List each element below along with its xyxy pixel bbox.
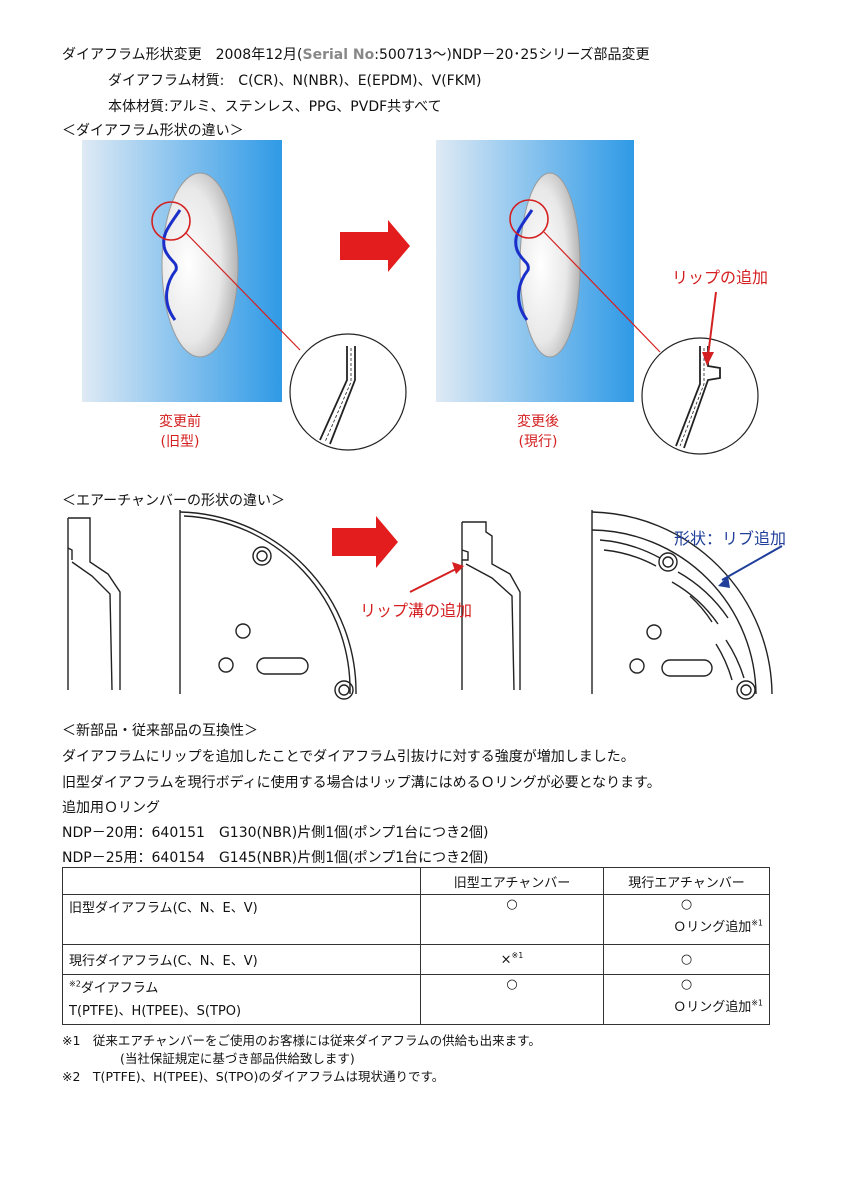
rib-arrow <box>721 545 783 581</box>
air-chamber-figure <box>67 510 783 700</box>
arrow-right-1 <box>340 220 410 272</box>
row-label: 旧型ダイアフラム(C、N、E、V) <box>62 894 421 945</box>
header-line-2: ダイアフラム材質: C(CR)、N(NBR)、E(EPDM)、V(FKM) <box>108 73 482 89</box>
cell-current: ○ Ｏリング追加※1 <box>603 974 770 1025</box>
before-leader-line <box>185 232 301 351</box>
footnote-1: ※1 従来エアチャンバーをご使用のお客様には従来ダイアフラムの供給も出来ます。 <box>62 1033 541 1048</box>
cell-current: ○ <box>603 944 770 975</box>
table-header-old-chamber: 旧型エアチャンバー <box>420 867 604 895</box>
table-header-row: 旧型エアチャンバー 現行エアチャンバー <box>62 867 770 895</box>
oring-ndp25: NDP－25用：640154 G145(NBR)片側1個(ポンプ1台につき2個) <box>62 850 489 866</box>
table-row: ※2ダイアフラム T(PTFE)、H(TPEE)、S(TPO) ○ ○ Ｏリング… <box>62 974 770 1025</box>
after-diaphragm-disc <box>519 172 581 358</box>
before-diaphragm-disc <box>161 172 239 358</box>
header-line-3: 本体材質:アルミ、ステンレス、PPG、PVDF共すべて <box>108 99 442 115</box>
table-header-current-chamber: 現行エアチャンバー <box>603 867 770 895</box>
table-row: 旧型ダイアフラム(C、N、E、V) ○ ○ Ｏリング追加※1 <box>62 894 770 945</box>
rib-callout: 形状：リブ追加 <box>674 529 787 548</box>
groove-callout: リップ溝の追加 <box>360 601 473 620</box>
groove-arrow <box>409 567 459 593</box>
old-chamber-face <box>179 510 357 700</box>
new-chamber-face <box>591 510 773 700</box>
table-row: 現行ダイアフラム(C、N、E、V) ×※1 ○ <box>62 944 770 975</box>
compat-text-2: 旧型ダイアフラムを現行ボディに使用する場合はリップ溝にはめるＯリングが必要となり… <box>62 775 661 791</box>
footnote-1b: (当社保証規定に基づき部品供給致します) <box>120 1051 355 1066</box>
cell-old: ○ <box>420 894 604 945</box>
new-chamber-section <box>461 521 521 691</box>
before-caption: 変更前 (旧型) <box>159 414 201 450</box>
oring-ndp20: NDP－20用：640151 G130(NBR)片側1個(ポンプ1台につき2個) <box>62 825 489 841</box>
section3-title: ＜新部品・従来部品の互換性＞ <box>62 723 258 739</box>
lip-callout: リップの追加 <box>672 268 769 287</box>
before-profile-line <box>162 209 182 321</box>
lip-arrow <box>707 291 717 357</box>
cell-old: ○ <box>420 974 604 1025</box>
before-detail-circle <box>151 201 191 241</box>
compatibility-table: 旧型エアチャンバー 現行エアチャンバー 旧型ダイアフラム(C、N、E、V) ○ … <box>62 867 770 1025</box>
row-label: 現行ダイアフラム(C、N、E、V) <box>62 944 421 975</box>
after-detail-circle <box>509 199 549 239</box>
after-profile-line <box>514 209 534 321</box>
footnote-2: ※2 T(PTFE)、H(TPEE)、S(TPO)のダイアフラムは現状通りです。 <box>62 1069 445 1084</box>
serial-label: Serial No <box>302 47 375 63</box>
section2-title: ＜エアーチャンバーの形状の違い＞ <box>62 493 286 509</box>
diaphragm-figure <box>82 140 759 455</box>
after-caption: 変更後 (現行) <box>517 414 559 450</box>
header-line-1: ダイアフラム形状変更 2008年12月(Serial No:500713～)ND… <box>62 47 650 63</box>
row-label: ※2ダイアフラム T(PTFE)、H(TPEE)、S(TPO) <box>62 974 421 1025</box>
arrow-right-2 <box>332 516 398 568</box>
after-zoom-circle <box>641 337 759 455</box>
before-zoom-circle <box>289 333 407 451</box>
after-leader-line <box>543 231 661 353</box>
section1-title: ＜ダイアフラム形状の違い＞ <box>62 123 244 139</box>
compat-text-1: ダイアフラムにリップを追加したことでダイアフラム引抜けに対する強度が増加しました… <box>62 749 635 765</box>
cell-current: ○ Ｏリング追加※1 <box>603 894 770 945</box>
table-header-blank <box>62 867 421 895</box>
cell-old: ×※1 <box>420 944 604 975</box>
old-chamber-section <box>67 517 121 691</box>
oring-heading: 追加用Ｏリング <box>62 800 160 816</box>
